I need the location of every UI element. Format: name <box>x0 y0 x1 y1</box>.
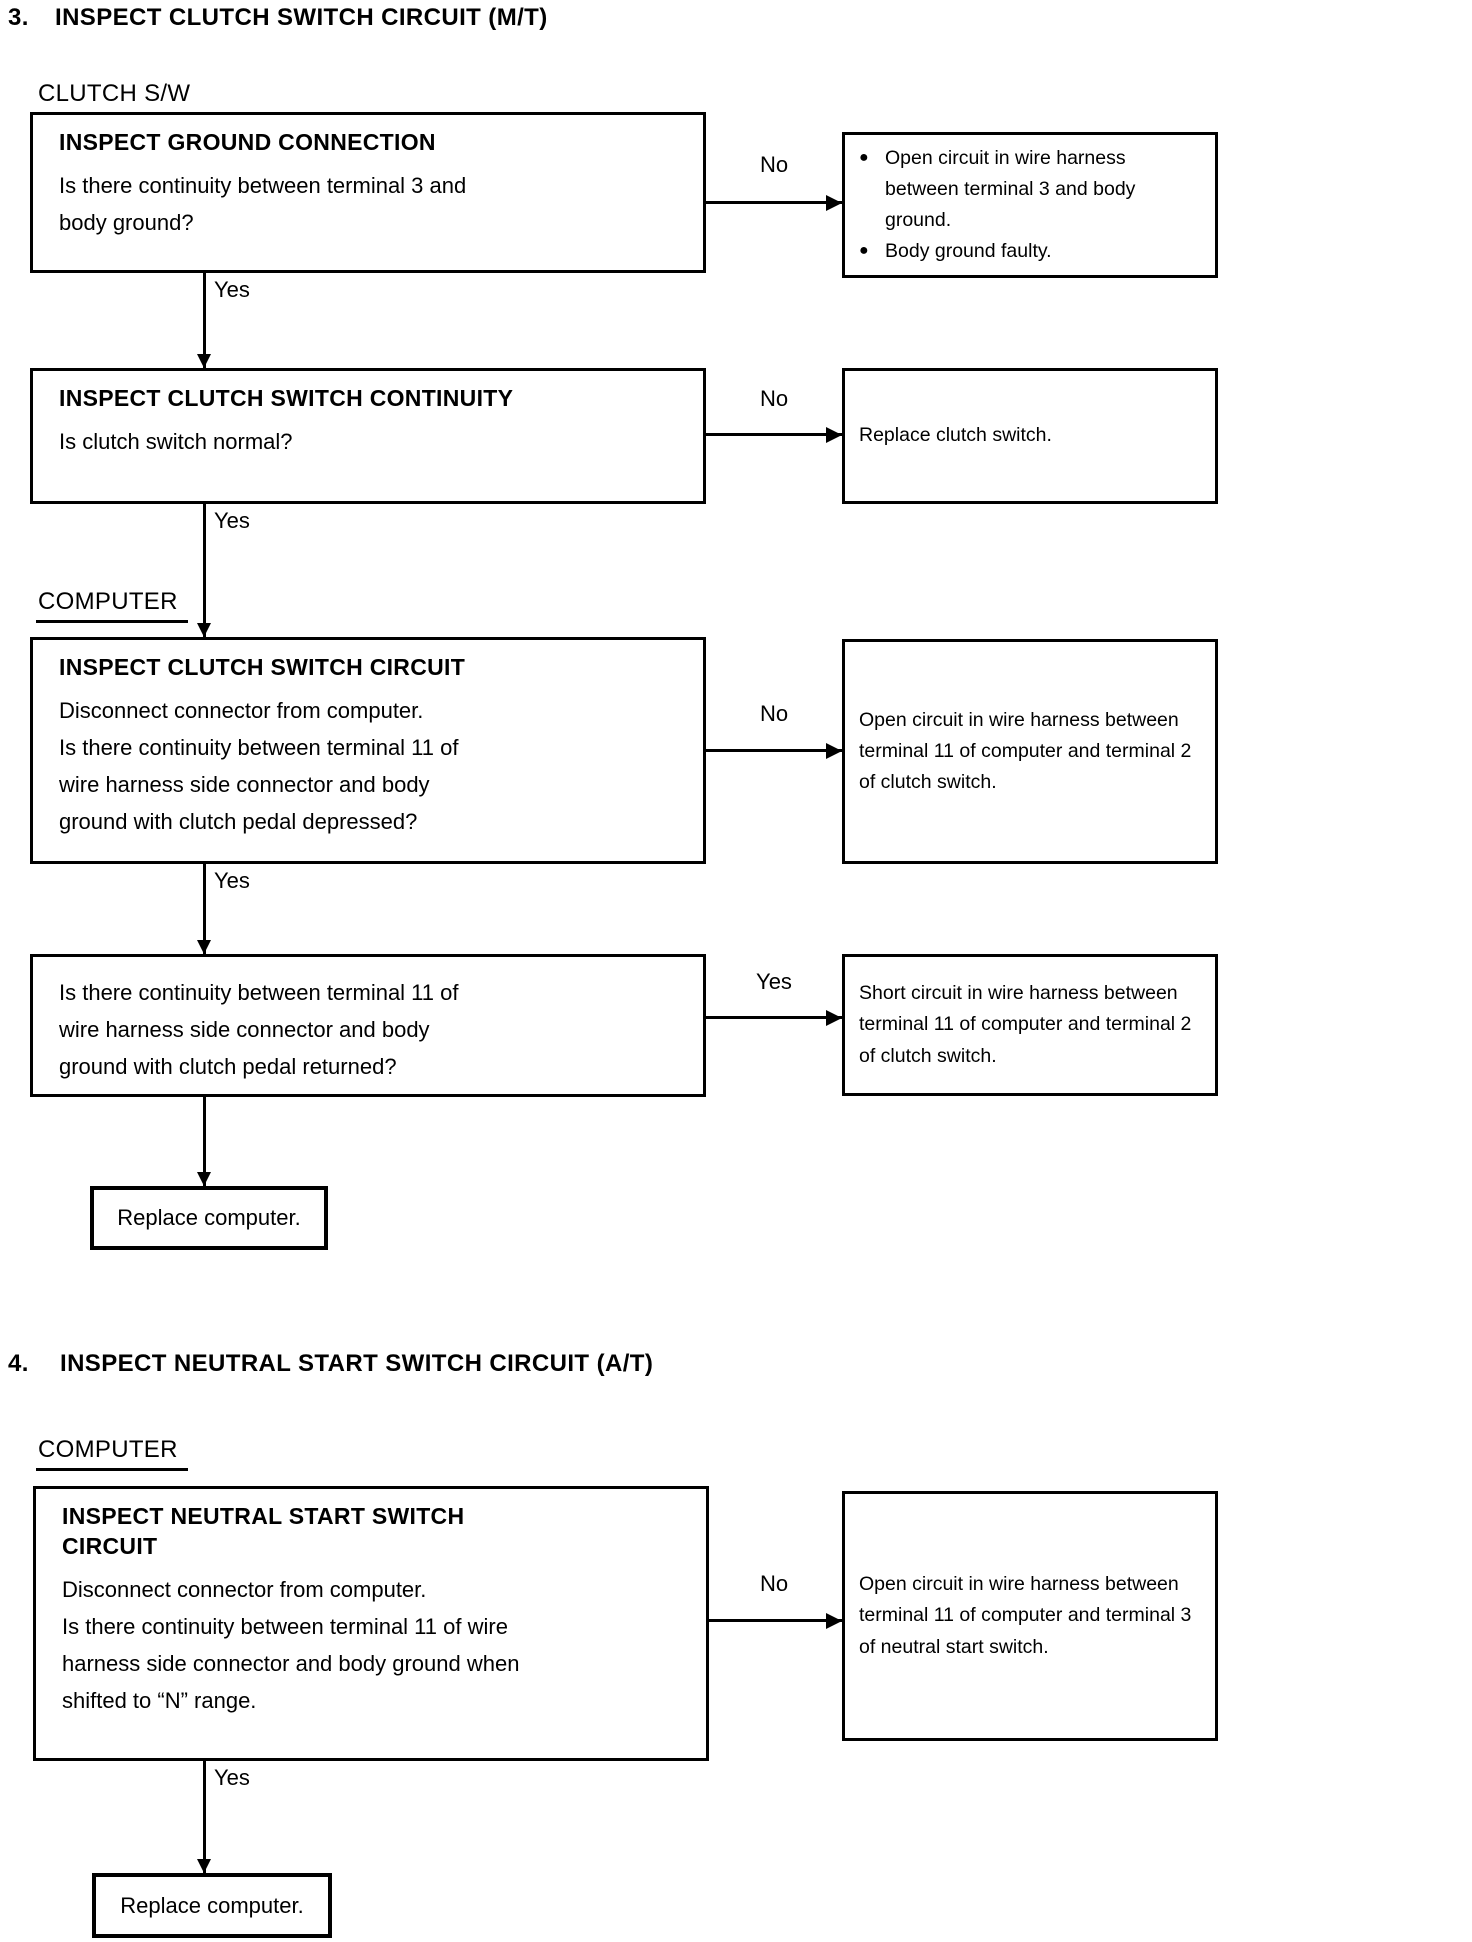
group-label-computer: COMPUTER <box>36 1436 188 1471</box>
section3-number: 3. <box>8 4 29 31</box>
connector-line <box>203 864 206 954</box>
action-text: Replace computer. <box>120 1892 304 1918</box>
edge-label-no: No <box>759 701 789 726</box>
edge-label-yes: Yes <box>214 277 250 302</box>
result-text: Replace clutch switch. <box>859 424 1052 447</box>
arrowhead-down-icon <box>197 623 211 637</box>
box-heading: INSPECT CLUTCH SWITCH CIRCUIT <box>59 654 466 680</box>
arrowhead-right-icon <box>826 195 842 211</box>
box-body: Is there continuity between terminal 11 … <box>59 980 459 1079</box>
arrowhead-down-icon <box>197 1172 211 1186</box>
result-text: Open circuit in wire harness between ter… <box>859 708 1192 794</box>
box-body: Is clutch switch normal? <box>59 428 293 454</box>
bullet-icon: ● <box>859 148 869 166</box>
group-label-computer: COMPUTER <box>36 588 188 623</box>
decision-box-ground-connection: INSPECT GROUND CONNECTION Is there conti… <box>30 112 706 273</box>
box-body: Is there continuity between terminal 11 … <box>62 1613 520 1713</box>
result-box-short-circuit: Short circuit in wire harness between te… <box>842 954 1218 1096</box>
box-heading: INSPECT CLUTCH SWITCH CONTINUITY <box>59 385 514 411</box>
box-heading: INSPECT GROUND CONNECTION <box>59 129 436 155</box>
arrowhead-down-icon <box>197 1859 211 1873</box>
arrowhead-right-icon <box>826 427 842 443</box>
connector-line <box>706 1619 842 1622</box>
result-bullet-item: ● Open circuit in wire harness between te… <box>859 143 1201 237</box>
section3-title-text: INSPECT CLUTCH SWITCH CIRCUIT (M/T) <box>55 4 548 31</box>
result-text: Body ground faulty. <box>885 240 1052 263</box>
edge-label-yes: Yes <box>214 1765 250 1790</box>
result-text: Short circuit in wire harness between te… <box>859 982 1192 1067</box>
result-text: Open circuit in wire harness between ter… <box>859 1573 1192 1658</box>
section4-title-text: INSPECT NEUTRAL START SWITCH CIRCUIT (A/… <box>60 1350 654 1377</box>
connector-line <box>203 1761 206 1873</box>
edge-label-no: No <box>759 386 789 411</box>
edge-label-yes: Yes <box>756 969 792 994</box>
box-body: Disconnect connector from computer. <box>59 697 424 723</box>
edge-label-yes: Yes <box>214 508 250 533</box>
decision-box-neutral-start-switch: INSPECT NEUTRAL START SWITCH CIRCUIT Dis… <box>33 1486 709 1761</box>
decision-box-pedal-returned: Is there continuity between terminal 11 … <box>30 954 706 1097</box>
result-box-replace-clutch-switch: Replace clutch switch. <box>842 368 1218 504</box>
result-box-ground-connection: ● Open circuit in wire harness between te… <box>842 132 1218 278</box>
arrowhead-down-icon <box>197 940 211 954</box>
box-heading: INSPECT NEUTRAL START SWITCH CIRCUIT <box>62 1503 465 1559</box>
action-text: Replace computer. <box>117 1205 301 1230</box>
connector-line <box>203 1097 206 1186</box>
arrowhead-right-icon <box>826 1613 842 1629</box>
section4-number: 4. <box>8 1350 29 1377</box>
box-body: Is there continuity between terminal 3 a… <box>59 172 467 235</box>
arrowhead-right-icon <box>826 743 842 759</box>
arrowhead-right-icon <box>826 1010 842 1026</box>
connector-line <box>706 1016 842 1019</box>
result-box-open-circuit-clutch: Open circuit in wire harness between ter… <box>842 639 1218 864</box>
connector-line <box>706 433 842 436</box>
connector-line <box>706 749 842 752</box>
action-box-replace-computer: Replace computer. <box>90 1186 328 1250</box>
box-body: Disconnect connector from computer. <box>62 1576 427 1602</box>
box-body: Is there continuity between terminal 11 … <box>59 734 459 834</box>
connector-line <box>203 504 206 637</box>
action-box-replace-computer: Replace computer. <box>92 1873 332 1938</box>
bullet-icon: ● <box>859 242 869 260</box>
arrowhead-down-icon <box>197 354 211 368</box>
edge-label-no: No <box>759 152 789 177</box>
group-label-clutch-sw: CLUTCH S/W <box>36 80 201 115</box>
connector-line <box>706 201 842 204</box>
decision-box-clutch-switch-continuity: INSPECT CLUTCH SWITCH CONTINUITY Is clut… <box>30 368 706 504</box>
result-text: Open circuit in wire harness between ter… <box>885 146 1136 231</box>
edge-label-no: No <box>759 1571 789 1596</box>
edge-label-yes: Yes <box>214 868 250 893</box>
decision-box-clutch-switch-circuit: INSPECT CLUTCH SWITCH CIRCUIT Disconnect… <box>30 637 706 864</box>
result-bullet-item: ● Body ground faulty. <box>859 236 1201 267</box>
result-box-open-circuit-neutral: Open circuit in wire harness between ter… <box>842 1491 1218 1741</box>
connector-line <box>203 273 206 368</box>
